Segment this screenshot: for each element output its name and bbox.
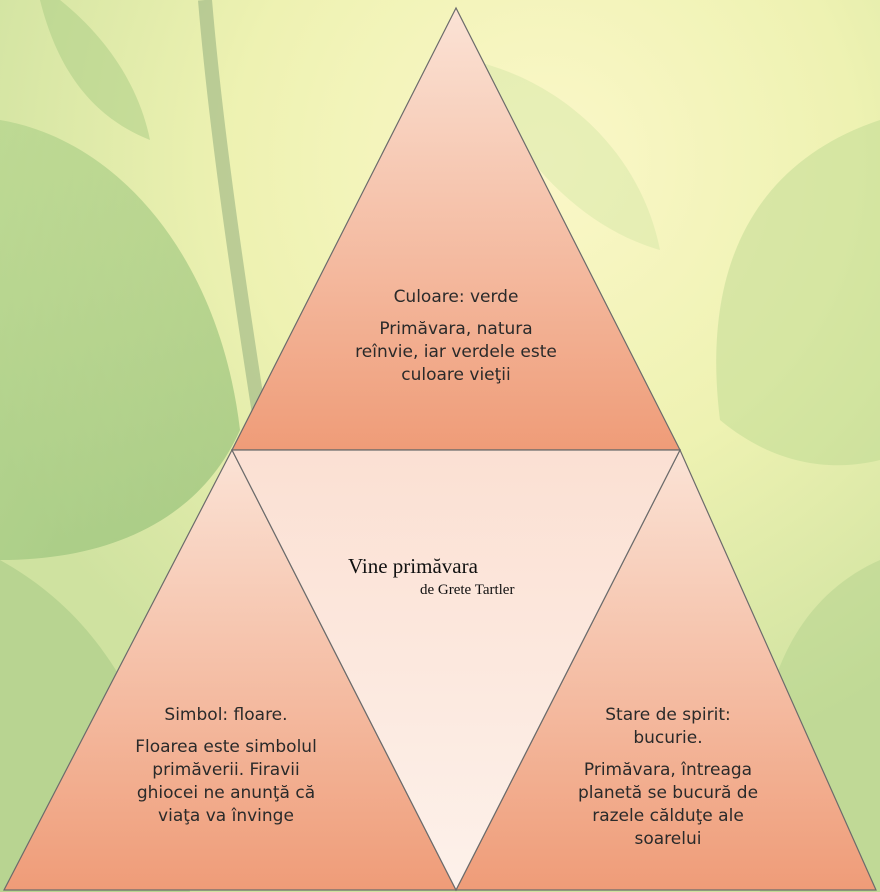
poem-title: Vine primăvara <box>348 554 588 579</box>
top-text: Primăvara, natura reînvie, iar verdele e… <box>346 318 566 387</box>
left-heading: Simbol: floare. <box>126 704 326 727</box>
right-text: Primăvara, întreaga planetă se bucură de… <box>568 759 768 851</box>
left-section: Simbol: floare. Floarea este simbolul pr… <box>126 704 326 828</box>
top-section: Culoare: verde Primăvara, natura reînvie… <box>346 286 566 387</box>
top-heading: Culoare: verde <box>346 286 566 309</box>
poem-author: de Grete Tartler <box>348 582 588 599</box>
left-text: Floarea este simbolul primăverii. Firavi… <box>126 736 326 828</box>
right-section: Stare de spirit: bucurie. Primăvara, înt… <box>568 704 768 851</box>
right-heading: Stare de spirit: bucurie. <box>568 704 768 750</box>
center-title-block: Vine primăvara de Grete Tartler <box>348 554 588 599</box>
